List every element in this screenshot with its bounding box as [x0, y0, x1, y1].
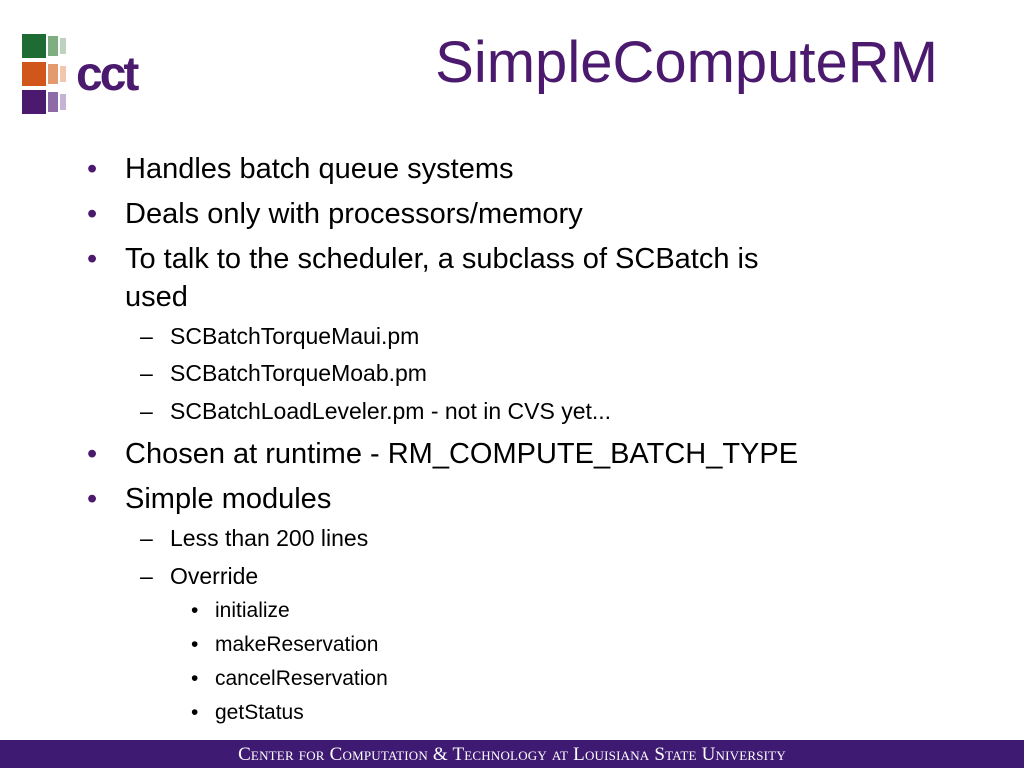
- sub-bullet-text: Less than 200 lines: [170, 525, 369, 551]
- sub-bullet-item: – SCBatchLoadLeveler.pm - not in CVS yet…: [140, 397, 612, 425]
- logo-text: cct: [76, 48, 139, 101]
- bullet-text: To talk to the scheduler, a subclass of …: [125, 243, 759, 275]
- bullet-text: used: [125, 281, 188, 313]
- bullet-text: Handles batch queue systems: [125, 153, 514, 185]
- bullet-item: • Handles batch queue systems: [87, 150, 514, 188]
- bullet-marker: •: [191, 701, 199, 724]
- bullet-marker: •: [87, 198, 98, 230]
- sub-bullet-item: – SCBatchTorqueMoab.pm: [140, 359, 427, 387]
- bullet-marker: •: [87, 483, 98, 515]
- sub-bullet-text: SCBatchTorqueMaui.pm: [170, 323, 420, 349]
- sub-sub-bullet-item: • cancelReservation: [191, 666, 388, 692]
- bullet-marker: •: [87, 243, 98, 275]
- sub-sub-bullet-text: cancelReservation: [215, 667, 388, 690]
- sub-bullet-text: SCBatchTorqueMoab.pm: [170, 360, 427, 386]
- bullet-text: Deals only with processors/memory: [125, 198, 583, 230]
- dash-marker: –: [140, 323, 153, 349]
- dash-marker: –: [140, 563, 153, 589]
- sub-bullet-item: – Less than 200 lines: [140, 524, 369, 552]
- footer-banner: Center for Computation & Technology at L…: [0, 740, 1024, 768]
- sub-sub-bullet-text: makeReservation: [215, 633, 379, 656]
- bullet-marker: •: [87, 438, 98, 470]
- dash-marker: –: [140, 360, 153, 386]
- bullet-item: • To talk to the scheduler, a subclass o…: [87, 240, 759, 278]
- sub-sub-bullet-text: getStatus: [215, 701, 304, 724]
- bullet-marker: •: [87, 153, 98, 185]
- bullet-item: • Simple modules: [87, 480, 332, 518]
- sub-sub-bullet-item: • getStatus: [191, 700, 304, 726]
- page-title: SimpleComputeRM: [435, 30, 938, 95]
- dash-marker: –: [140, 398, 153, 424]
- sub-bullet-text: SCBatchLoadLeveler.pm - not in CVS yet..…: [170, 398, 612, 424]
- sub-sub-bullet-item: • makeReservation: [191, 632, 379, 658]
- bullet-item: • Deals only with processors/memory: [87, 195, 583, 233]
- cct-logo: cct: [22, 34, 142, 114]
- bullet-marker: •: [191, 633, 199, 656]
- bullet-marker: •: [191, 667, 199, 690]
- bullet-text: Chosen at runtime - RM_COMPUTE_BATCH_TYP…: [125, 438, 799, 470]
- bullet-item-continuation: used: [125, 278, 188, 316]
- bullet-text: Simple modules: [125, 483, 332, 515]
- sub-bullet-text: Override: [170, 563, 259, 589]
- bullet-marker: •: [191, 599, 199, 622]
- sub-bullet-item: – SCBatchTorqueMaui.pm: [140, 322, 420, 350]
- sub-bullet-item: – Override: [140, 562, 259, 590]
- sub-sub-bullet-item: • initialize: [191, 598, 290, 624]
- dash-marker: –: [140, 525, 153, 551]
- bullet-list: • Handles batch queue systems • Deals on…: [87, 150, 799, 726]
- sub-sub-bullet-text: initialize: [215, 599, 290, 622]
- bullet-item: • Chosen at runtime - RM_COMPUTE_BATCH_T…: [87, 435, 799, 473]
